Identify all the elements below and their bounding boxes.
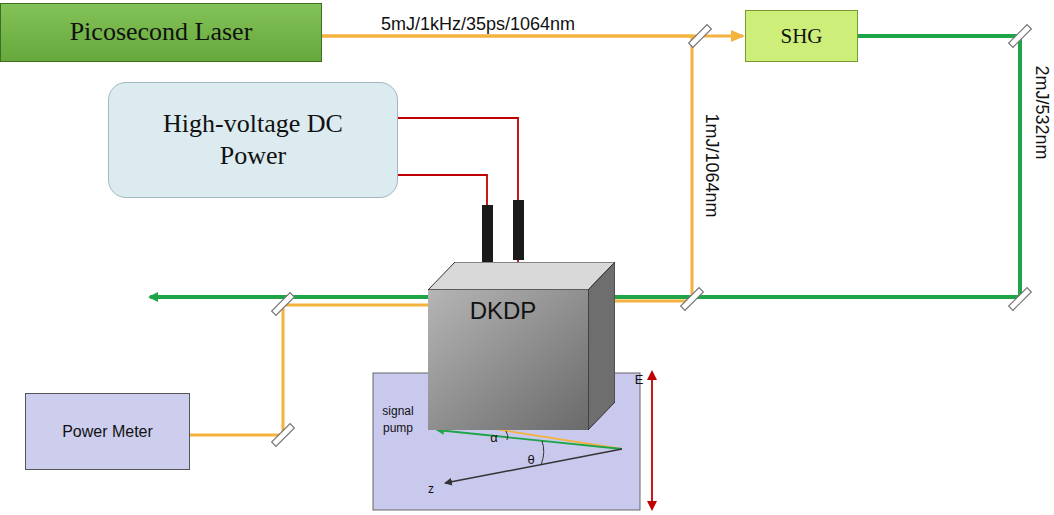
z-axis (445, 449, 622, 483)
inset-label: α (490, 430, 498, 445)
crystal-cube: DKDP (428, 262, 615, 430)
theta-arc (541, 441, 544, 465)
hv-wire (398, 175, 487, 262)
hv-wire (398, 118, 518, 262)
beam-label: 5mJ/1kHz/35ps/1064nm (381, 14, 575, 35)
alpha-arc (506, 431, 508, 440)
shg-box: SHG (745, 10, 858, 62)
inset-label: θ (527, 452, 534, 467)
inset-label: pump (383, 421, 413, 435)
field-arrow (651, 372, 653, 509)
node-label: Picosecond Laser (70, 16, 253, 49)
laser-beam (615, 36, 1020, 297)
node-label: High-voltage DC Power (158, 108, 348, 173)
cube-outline (428, 262, 615, 430)
node-label: DKDP (428, 296, 578, 326)
power-supply-box: High-voltage DC Power (108, 82, 398, 198)
node-label: SHG (780, 23, 822, 49)
laser-box: Picosecond Laser (0, 3, 322, 62)
inset-label: z (428, 482, 434, 496)
laser-beam (190, 305, 428, 435)
electrode (482, 205, 493, 262)
beam-label: 2mJ/532nm (1030, 65, 1051, 159)
electrode (513, 200, 524, 260)
inset-label: E (635, 372, 644, 387)
power-meter-box: Power Meter (25, 393, 190, 470)
pump-ray (437, 430, 622, 449)
node-label: Power Meter (62, 422, 153, 442)
beam-label: 1mJ/1064nm (701, 113, 722, 217)
inset-label: signal (382, 404, 413, 418)
